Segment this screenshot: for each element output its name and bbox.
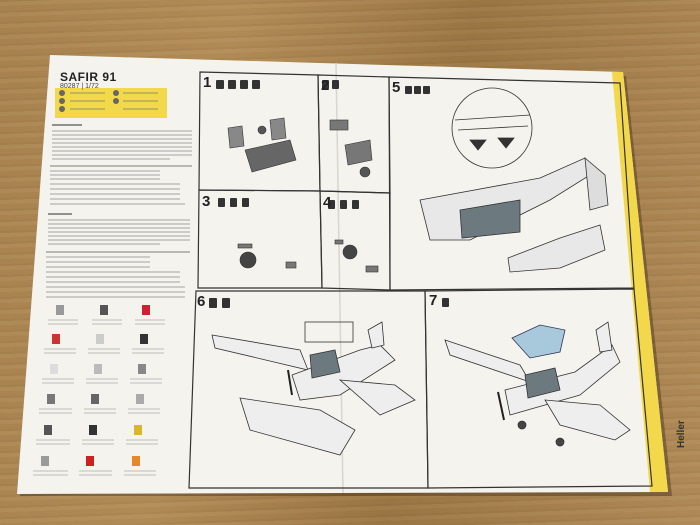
spec-table-english <box>46 251 190 298</box>
step-5-canopy-zoom <box>451 87 533 169</box>
step-7-frame <box>424 288 653 489</box>
paint-row-1 <box>56 305 150 315</box>
step-6-number: 6 <box>197 293 206 310</box>
fuselage <box>291 344 396 401</box>
legend-icons <box>59 90 119 112</box>
step-6-detail-box <box>304 321 354 343</box>
step-box-frames <box>188 71 653 489</box>
step-1-parts <box>227 117 297 173</box>
text-block-french <box>52 124 192 160</box>
step-3-parts <box>237 243 297 269</box>
step-4-number: 4 <box>323 194 332 211</box>
paint-swatch-grid <box>33 305 165 476</box>
paint-row-4 <box>47 394 144 404</box>
spec-table-french <box>50 165 192 205</box>
paint-labels <box>33 319 165 476</box>
paint-row-2 <box>52 334 148 344</box>
step-4-frame <box>319 190 391 291</box>
step-4-parts <box>334 239 379 273</box>
text-block-english <box>48 213 190 245</box>
paint-cans <box>209 80 449 308</box>
kit-reference: 80287 | 1/72 <box>60 83 99 90</box>
step-1-number: 1 <box>203 74 212 91</box>
legend-lines <box>70 92 158 110</box>
paint-row-5 <box>44 425 142 435</box>
lower-wing <box>239 397 356 456</box>
tail-fin <box>595 321 613 353</box>
propeller <box>287 369 293 396</box>
kit-title: SAFIR 91 <box>60 70 117 84</box>
canopy <box>511 324 566 359</box>
step-7-aircraft <box>444 321 631 447</box>
fold-line <box>335 62 344 494</box>
step-5-number: 5 <box>392 79 401 96</box>
tail-fin <box>367 321 385 349</box>
step-2-parts <box>329 119 373 178</box>
right-wing <box>338 379 416 416</box>
brand-logo: Heller <box>676 420 687 448</box>
step-6-aircraft <box>211 321 416 456</box>
propeller <box>497 391 505 421</box>
cockpit <box>524 367 561 399</box>
step-5-fuselage <box>419 157 609 273</box>
fuselage <box>504 344 621 416</box>
paint-row-3 <box>50 364 146 374</box>
step-3-number: 3 <box>202 193 211 210</box>
paint-row-6 <box>41 456 140 466</box>
step-2-number: 2 <box>321 77 330 94</box>
cockpit-seat <box>309 349 341 379</box>
right-wing <box>544 399 631 441</box>
step-7-number: 7 <box>429 292 438 309</box>
